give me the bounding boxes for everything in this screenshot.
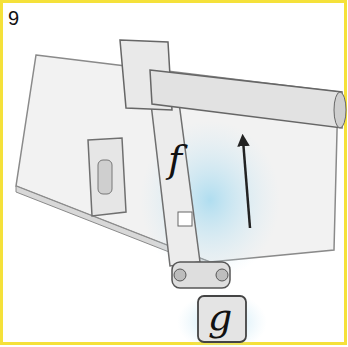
direction-arrow xyxy=(243,140,250,228)
rail-window xyxy=(178,212,192,226)
arm-end xyxy=(334,92,346,128)
part-label: f xyxy=(168,140,182,178)
part-label: g xyxy=(208,298,232,336)
hinge-pin xyxy=(216,269,228,281)
release-button xyxy=(198,296,246,342)
hinge-pin xyxy=(174,269,186,281)
hinge xyxy=(172,262,230,288)
bracket xyxy=(88,138,126,216)
slider-rail xyxy=(150,95,200,266)
step-number: 9 xyxy=(8,8,19,28)
frame xyxy=(2,2,346,344)
highlight xyxy=(177,292,267,347)
bracket-slot xyxy=(98,160,112,194)
arm xyxy=(150,70,342,128)
